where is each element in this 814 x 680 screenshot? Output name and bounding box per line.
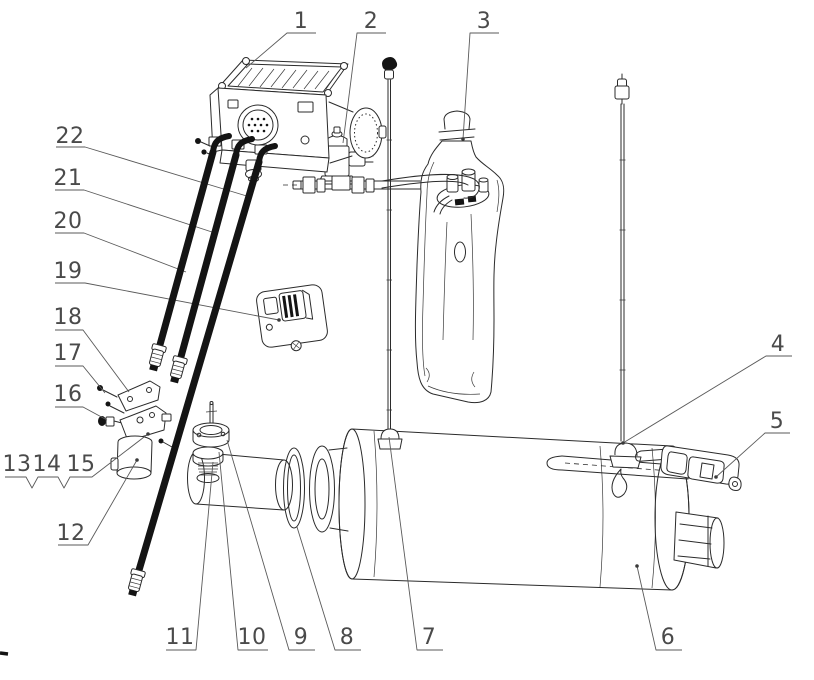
pump-vent-slots (238, 68, 338, 89)
callout-18: 18 (54, 305, 130, 392)
filter-canister (111, 436, 152, 479)
pump-connector-pins (247, 117, 269, 133)
border-mark (0, 653, 8, 654)
callout-15-label: 15 (67, 452, 96, 477)
muffler-outlet (674, 512, 724, 568)
callout-13-label: 13 (3, 452, 32, 477)
callout-1-label: 1 (294, 9, 309, 34)
callout-20: 20 (54, 209, 187, 272)
sensor-wire-loop (612, 469, 627, 497)
callout-6: 6 (635, 564, 682, 650)
hose-end-fitting (167, 355, 187, 384)
sensor-boss-right (610, 443, 641, 497)
callout-6-label: 6 (661, 625, 676, 650)
part-injector-pipe (188, 452, 293, 510)
callout-16: 16 (54, 382, 108, 420)
callout-1: 1 (246, 9, 316, 68)
hose-21 (179, 155, 236, 364)
part-injector-assembly (193, 402, 229, 483)
part-temp-sensor-left (382, 57, 398, 431)
filter-head (120, 406, 166, 441)
callout-4: 4 (621, 332, 792, 445)
callout-7: 7 (389, 437, 443, 650)
callout-12: 12 (57, 458, 139, 546)
callout-22: 22 (56, 124, 251, 197)
part-hoses (125, 136, 275, 597)
callout-10: 10 (219, 452, 268, 650)
callout-5: 5 (714, 409, 790, 479)
callout-2-label: 2 (364, 9, 379, 34)
callout-21-label: 21 (54, 166, 83, 191)
callout-7-label: 7 (422, 625, 437, 650)
part-temp-sensor-right (615, 74, 629, 441)
callout-2: 2 (343, 9, 386, 143)
callout-17-label: 17 (54, 341, 83, 366)
callout-18-label: 18 (54, 305, 83, 330)
filter-bracket (118, 381, 160, 411)
hose-20 (158, 152, 213, 352)
callout-3: 3 (461, 9, 499, 141)
part-filter-assembly (97, 381, 172, 479)
part-urea-tank (415, 111, 503, 403)
callout-3-label: 3 (477, 9, 492, 34)
hose-end-fitting (146, 343, 166, 372)
callout-4-label: 4 (771, 332, 786, 357)
callout-13-14-15: 13 14 15 (3, 432, 150, 488)
callouts: 1 2 3 4 5 6 7 (3, 9, 793, 650)
callout-19-label: 19 (54, 259, 83, 284)
hose-22 (137, 162, 259, 577)
callout-5-label: 5 (770, 409, 785, 434)
hose-end-fitting (125, 568, 145, 597)
callout-9: 9 (227, 440, 315, 650)
callout-17: 17 (54, 341, 106, 393)
callout-16-label: 16 (54, 382, 83, 407)
callout-9-label: 9 (294, 625, 309, 650)
tank-top-fittings (434, 169, 490, 214)
callout-21: 21 (54, 166, 216, 233)
callout-8: 8 (297, 527, 361, 650)
part-inlet-flange (310, 446, 349, 532)
callout-10-label: 10 (238, 625, 267, 650)
callout-11: 11 (166, 462, 214, 650)
callout-20-label: 20 (54, 209, 83, 234)
part-gasket-ring (284, 448, 305, 528)
callout-8-label: 8 (340, 625, 355, 650)
filter-bolt (97, 385, 103, 391)
callout-14-label: 14 (33, 452, 62, 477)
callout-12-label: 12 (57, 521, 86, 546)
callout-11-label: 11 (166, 625, 195, 650)
part-mounting-bracket-clip (636, 446, 742, 491)
part-catalyst-muffler (339, 429, 724, 590)
part-connector-plate (255, 284, 329, 356)
callout-22-label: 22 (56, 124, 85, 149)
